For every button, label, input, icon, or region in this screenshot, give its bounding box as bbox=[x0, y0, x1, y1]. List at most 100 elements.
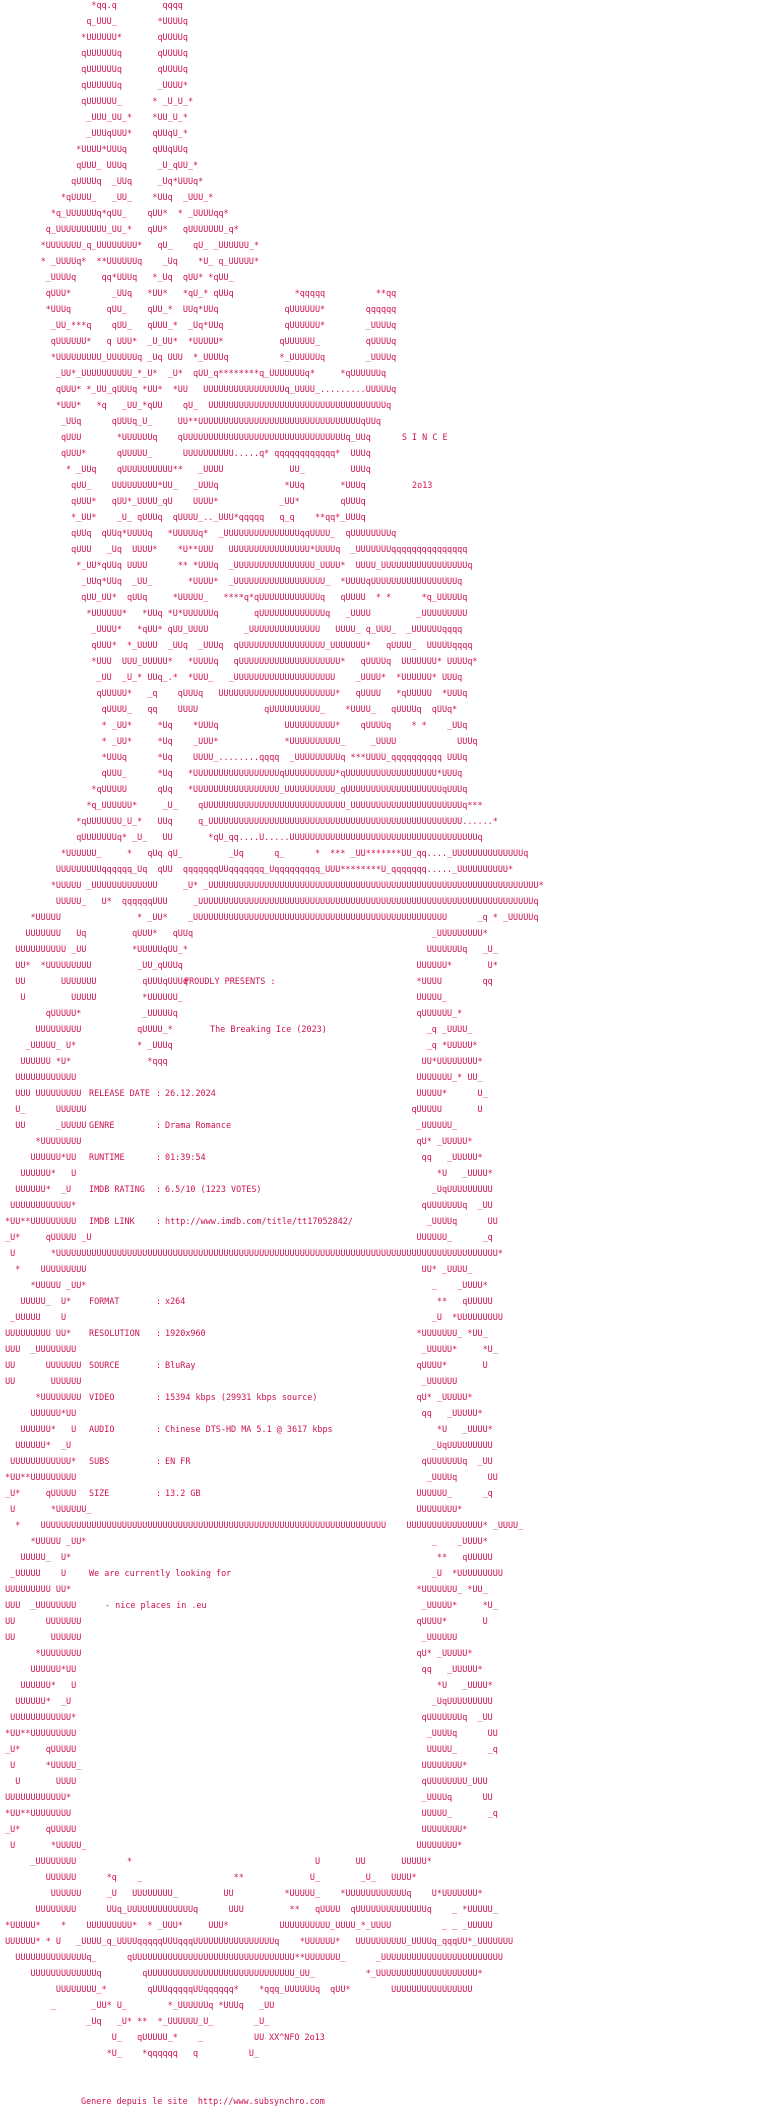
info-label: SOURCE bbox=[89, 1360, 120, 1370]
art-line: U UUUUU *UUUUUU_ UUUUU_ bbox=[0, 992, 448, 1002]
art-line: _UUUUU U _U *UUUUUUUUU bbox=[0, 1312, 503, 1322]
info-separator: : bbox=[156, 1088, 162, 1098]
art-line: UUUUUU* _U _UqUUUUUUUUU bbox=[0, 1184, 493, 1194]
art-line: UUUUUU* _U _UqUUUUUUUUU bbox=[0, 1696, 493, 1706]
info-value: 26.12.2024 bbox=[165, 1088, 216, 1098]
art-line: UUUUUUUUU UU* *UUUUUUU_ *UU_ bbox=[0, 1584, 488, 1594]
art-line: qUUU_ UUUq _U_qUU_* bbox=[0, 160, 199, 170]
art-line: *UUU UUU_UUUUU* *UUUUq qUUUUUUUUUUUUUUUU… bbox=[0, 656, 478, 666]
info-separator: : bbox=[156, 1424, 162, 1434]
art-line: UUUUUUUUU UU* *UUUUUUU_ *UU_ bbox=[0, 1328, 488, 1338]
art-line: UU UUUUUUU qUUUU* U bbox=[0, 1616, 488, 1626]
info-label: RELEASE DATE bbox=[89, 1088, 150, 1098]
art-line: *UU**UUUUUUUUU _UUUUq UU bbox=[0, 1216, 498, 1226]
art-line: qUUUU_ qq UUUU qUUUUUUUUUU_ *UUUU_ qUUUU… bbox=[0, 704, 458, 714]
art-line: *UUUUUU* *UUq *U*UUUUUUq qUUUUUUUUUUUUUq… bbox=[0, 608, 468, 618]
art-line: UUUUUUUUUUUUUUq_ qUUUUUUUUUUUUUUUUUUUUUU… bbox=[0, 1952, 503, 1962]
art-line: *UU**UUUUUUUU UUUUU_ _q bbox=[0, 1808, 498, 1818]
art-line: UUUUUUUUUUUU* qUUUUUUUq _UU bbox=[0, 1456, 493, 1466]
art-line: UUU UUUUUUUUU UUUUU* U_ bbox=[0, 1088, 488, 1098]
art-line: U *UUUUU_ UUUUUUUU* bbox=[0, 1760, 468, 1770]
art-line: qUUUUUUq qUUUUq bbox=[0, 48, 188, 58]
art-line: UUU _UUUUUUUU _UUUUU* *U_ bbox=[0, 1344, 498, 1354]
art-line: qUUUUUU* q UUU* _U_UU* *UUUUU* qUUUUUU_ … bbox=[0, 336, 397, 346]
art-line: _UU _U_* UUq_.* *UUU_ _UUUUUUUUUUUUUUUUU… bbox=[0, 672, 463, 682]
art-line: *UU**UUUUUUUUU _UUUUq UU bbox=[0, 1728, 498, 1738]
art-line: *UUUUUUUU qU* _UUUUU* bbox=[0, 1392, 473, 1402]
art-line: U *UUUUU_ UUUUUUUU* bbox=[0, 1840, 463, 1850]
art-line: _UUUUUUUU * U UU UUUUU* bbox=[0, 1856, 432, 1866]
art-line: UUUUUU *U* *qqq UU*UUUUUUUU* bbox=[0, 1056, 483, 1066]
art-line: UU* *UUUUUUUUU _UU_qUUUq UUUUUU* U* bbox=[0, 960, 498, 970]
presents-heading: PROUDLY PRESENTS : bbox=[184, 976, 276, 986]
art-line: _U* qUUUUU UUUUU_ _q bbox=[0, 1744, 498, 1754]
art-line: UUUUUU* _U _UqUUUUUUUUU bbox=[0, 1440, 493, 1450]
art-line: UU UUUUUU _UUUUUU bbox=[0, 1376, 458, 1386]
art-line: *U_ *qqqqqq q U_ bbox=[0, 2048, 260, 2058]
info-label: AUDIO bbox=[89, 1424, 115, 1434]
art-line: UUUUUUUU UUq_UUUUUUUUUUUUUq UUU ** qUUUU… bbox=[0, 1904, 498, 1914]
art-line: *UU**UUUUUUUUU _UUUUq UU bbox=[0, 1472, 498, 1482]
art-line: UUUUUU *q _ ** U_ _U_ UUUU* bbox=[0, 1872, 417, 1882]
art-line: *_UU*qUUq UUUU ** *UUUq _UUUUUUUUUUUUUUU… bbox=[0, 560, 473, 570]
art-line: *UUUUUUUU qU* _UUUUU* bbox=[0, 1136, 473, 1146]
art-line: UUUUUUU Uq qUUU* qUUq _UUUUUUUUU* bbox=[0, 928, 488, 938]
art-line: *qUUUUU qUq *UUUUUUUUUUUUUUUUU_UUUUUUUUU… bbox=[0, 784, 468, 794]
art-line: UU UUUUUUU qUUUU* U bbox=[0, 1360, 488, 1370]
info-separator: : bbox=[156, 1392, 162, 1402]
info-value: Drama Romance bbox=[165, 1120, 232, 1130]
info-separator: : bbox=[156, 1184, 162, 1194]
art-line: _U* qUUUUU UUUUUU_ _q bbox=[0, 1488, 493, 1498]
art-line: UU UUUUUU _UUUUUU bbox=[0, 1632, 458, 1642]
art-line: UUUUUUUUUU _UU *UUUUUqUU_* UUUUUUUq _U_ bbox=[0, 944, 498, 954]
art-line: UUUUUUUUU qUUUU_* _q _UUUU_ bbox=[0, 1024, 473, 1034]
art-line: qUUUUU* _UUUUUq qUUUUUU_* bbox=[0, 1008, 463, 1018]
art-line: qUUU* *_UU_qUUUq *UU* *UU UUUUUUUUUUUUUU… bbox=[0, 384, 397, 394]
art-line: qUUq qUUq*UUUUq *UUUUUq* _UUUUUUUUUUUUUU… bbox=[0, 528, 397, 538]
art-line: UUU _UUUUUUUU _UUUUU* *U_ bbox=[0, 1600, 498, 1610]
art-line: *qUUUUUUU_U_* UUq q_UUUUUUUUUUUUUUUUUUUU… bbox=[0, 816, 498, 826]
info-value: Chinese DTS-HD MA 5.1 @ 3617 kbps bbox=[165, 1424, 333, 1434]
art-line: _UU*_UUUUUUUUUU_*_U* _U* qUU_q********q_… bbox=[0, 368, 387, 378]
art-line: * UUUUUUUUU UU* _UUUU_ bbox=[0, 1264, 473, 1274]
info-value: 01:39:54 bbox=[165, 1152, 206, 1162]
art-line: qUUU* _UUq *UU* *qU_* qUUq *qqqqq **qq bbox=[0, 288, 397, 298]
art-line: qUUU* qUUUUU_ UUUUUUUUUU.....q* qqqqqqqq… bbox=[0, 448, 371, 458]
art-line: UUUUUU _U UUUUUUUU_ UU *UUUUU_ *UUUUUUUU… bbox=[0, 1888, 483, 1898]
art-line: qUUUUUU_ * _U_U_* bbox=[0, 96, 194, 106]
art-line: * UUUUUUUUUUUUUUUUUUUUUUUUUUUUUUUUUUUUUU… bbox=[0, 1520, 524, 1530]
info-value: 1920x960 bbox=[165, 1328, 206, 1338]
art-line: U_ UUUUUU qUUUUU U bbox=[0, 1104, 483, 1114]
art-line: *UUUUU _UU* _ _UUUU* bbox=[0, 1536, 488, 1546]
art-line: *UUUUUU* qUUUUq bbox=[0, 32, 188, 42]
art-line: UUUUU_ U* ** qUUUUU bbox=[0, 1552, 493, 1562]
info-value: 15394 kbps (29931 kbps source) bbox=[165, 1392, 318, 1402]
art-line: _U* qUUUUU _U UUUUUU_ _q bbox=[0, 1232, 493, 1242]
art-line: *UUUUU * _UU* _UUUUUUUUUUUUUUUUUUUUUUUUU… bbox=[0, 912, 539, 922]
art-line: _ _UU* U_ *_UUUUUUq *UUUq _UU bbox=[0, 2000, 275, 2010]
art-line: _Uq _U* ** *_UUUUUU_U_ _U_ bbox=[0, 2016, 270, 2026]
info-value: 6.5/10 (1223 VOTES) bbox=[165, 1184, 262, 1194]
art-line: *UUUUUUUUU_UUUUUUq _Uq UUU *_UUUUq *_UUU… bbox=[0, 352, 397, 362]
art-line: * _UU* *Uq _UUU* *UUUUUUUUUU_ _UUUU UUUq bbox=[0, 736, 478, 746]
info-separator: : bbox=[156, 1360, 162, 1370]
art-line: qUUU _Uq UUUU* *U**UUU UUUUUUUUUUUUUUUU*… bbox=[0, 544, 468, 554]
info-label: SIZE bbox=[89, 1488, 110, 1498]
ascii-art: *qq.q qqqq q_UUU_ *UUUUq *UUUUUU* qUUUUq… bbox=[0, 0, 543, 2058]
art-line: UU UUUUUUU qUUUqUUUq *UUUU qq bbox=[0, 976, 493, 986]
info-separator: : bbox=[156, 1296, 162, 1306]
art-line: UUUUU_ U* qqqqqqUUU _UUUUUUUUUUUUUUUUUUU… bbox=[0, 896, 539, 906]
art-line: _UUU_UU_* *UU_U_* bbox=[0, 112, 188, 122]
art-line: _U* qUUUUU UUUUUUUU* bbox=[0, 1824, 468, 1834]
art-line: * _UUq qUUUUUUUUUU** _UUUU UU_ UUUq bbox=[0, 464, 371, 474]
art-line: UUUUUU*UU qq _UUUUU* bbox=[0, 1408, 483, 1418]
art-line: UUUUU_ U* ** qUUUUU bbox=[0, 1296, 493, 1306]
art-line: *_UU* _U_ qUUUq qUUUU_.._UUU*qqqqq q_q *… bbox=[0, 512, 366, 522]
info-label: GENRE bbox=[89, 1120, 115, 1130]
art-line: qUUU_ *Uq *UUUUUUUUUUUUUUUUUqUUUUUUUUUU*… bbox=[0, 768, 463, 778]
art-line: qUU_UU* qUUq *UUUUU_ ****q*qUUUUUUUUUUUU… bbox=[0, 592, 468, 602]
looking-for-text: We are currently looking for bbox=[89, 1568, 232, 1578]
art-line: q_UUUUUUUUUU_UU_* qUU* qUUUUUUU_q* bbox=[0, 224, 239, 234]
art-line: *q_UUUUUU* _U_ qUUUUUUUUUUUUUUUUUUUUUUUU… bbox=[0, 800, 483, 810]
